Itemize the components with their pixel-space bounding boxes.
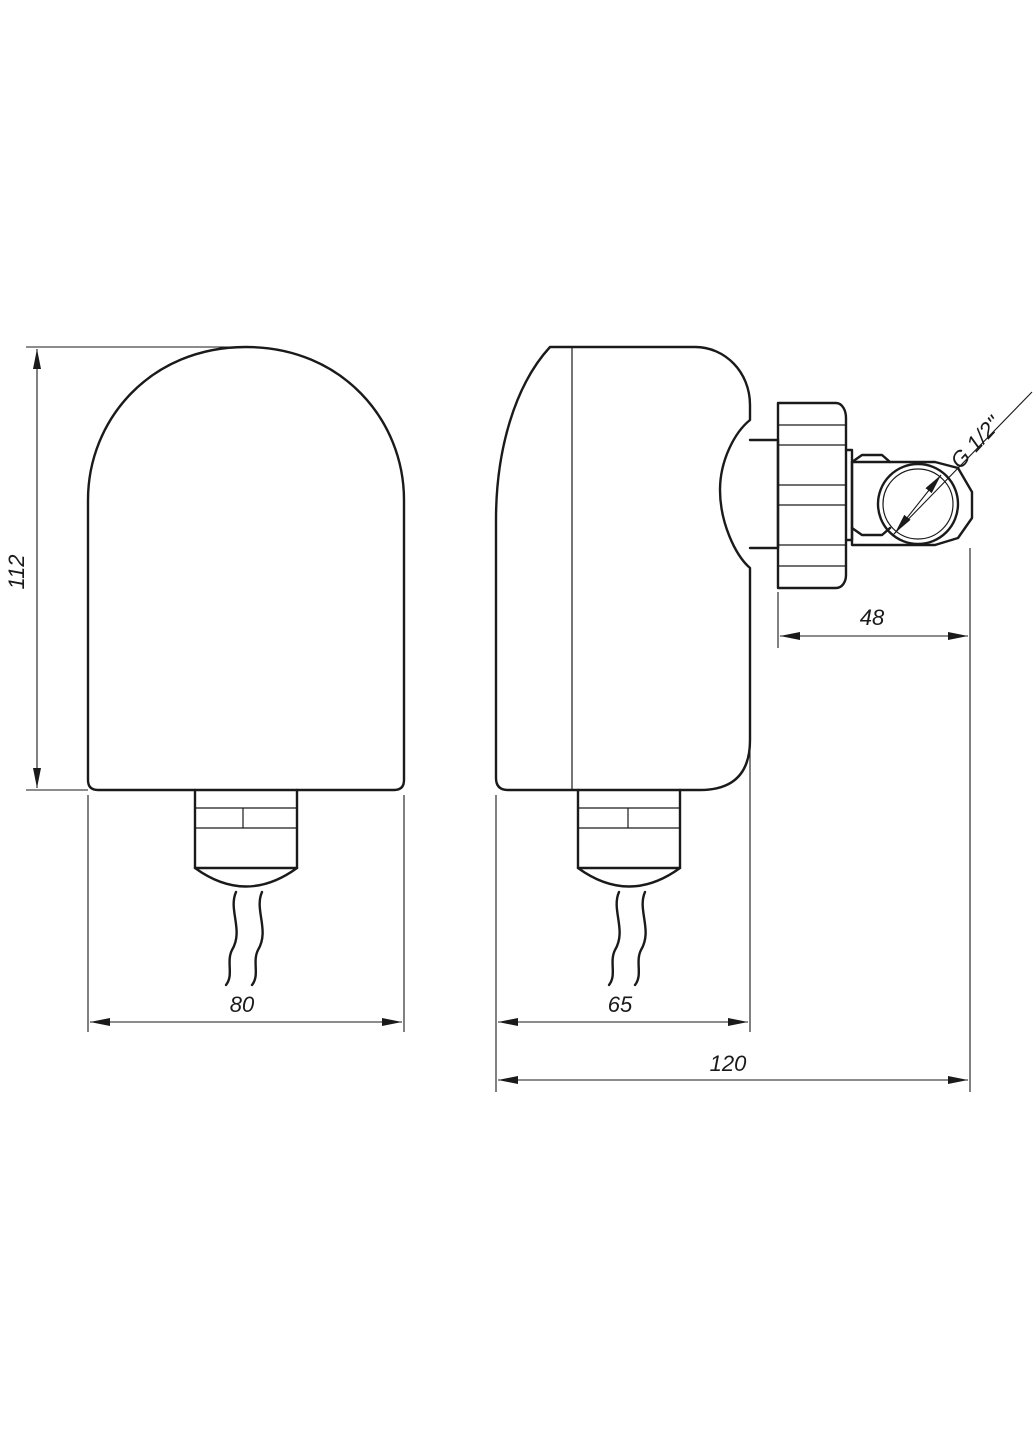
union-nut bbox=[776, 401, 848, 590]
pipe-port-body bbox=[850, 460, 974, 547]
dimension-height-label: 112 bbox=[4, 554, 29, 589]
front-cable bbox=[224, 890, 264, 987]
dimension-height bbox=[26, 346, 246, 791]
dimension-overall-length-label: 120 bbox=[710, 1051, 747, 1076]
dimension-side-width-label: 65 bbox=[608, 992, 633, 1017]
dimension-fitting-length bbox=[777, 592, 968, 648]
dimension-thread-label: G 1/2" bbox=[945, 410, 1006, 473]
dimension-fitting-length-label: 48 bbox=[860, 605, 885, 630]
dimension-overall-length bbox=[498, 548, 971, 1092]
pipe-fitting bbox=[748, 401, 974, 590]
pipe-port-inner bbox=[882, 468, 954, 540]
pipe-port-outer bbox=[876, 462, 960, 546]
side-view bbox=[494, 345, 974, 987]
front-housing bbox=[86, 345, 406, 792]
dimension-front-width bbox=[87, 795, 405, 1032]
side-housing bbox=[494, 345, 752, 792]
front-view bbox=[86, 345, 406, 987]
front-cable-gland bbox=[193, 788, 299, 888]
dimension-side-width bbox=[495, 740, 751, 1092]
side-cable-gland bbox=[576, 788, 682, 888]
dimension-front-width-label: 80 bbox=[230, 992, 255, 1017]
side-cable bbox=[607, 890, 647, 987]
dimension-thread bbox=[892, 391, 1033, 536]
